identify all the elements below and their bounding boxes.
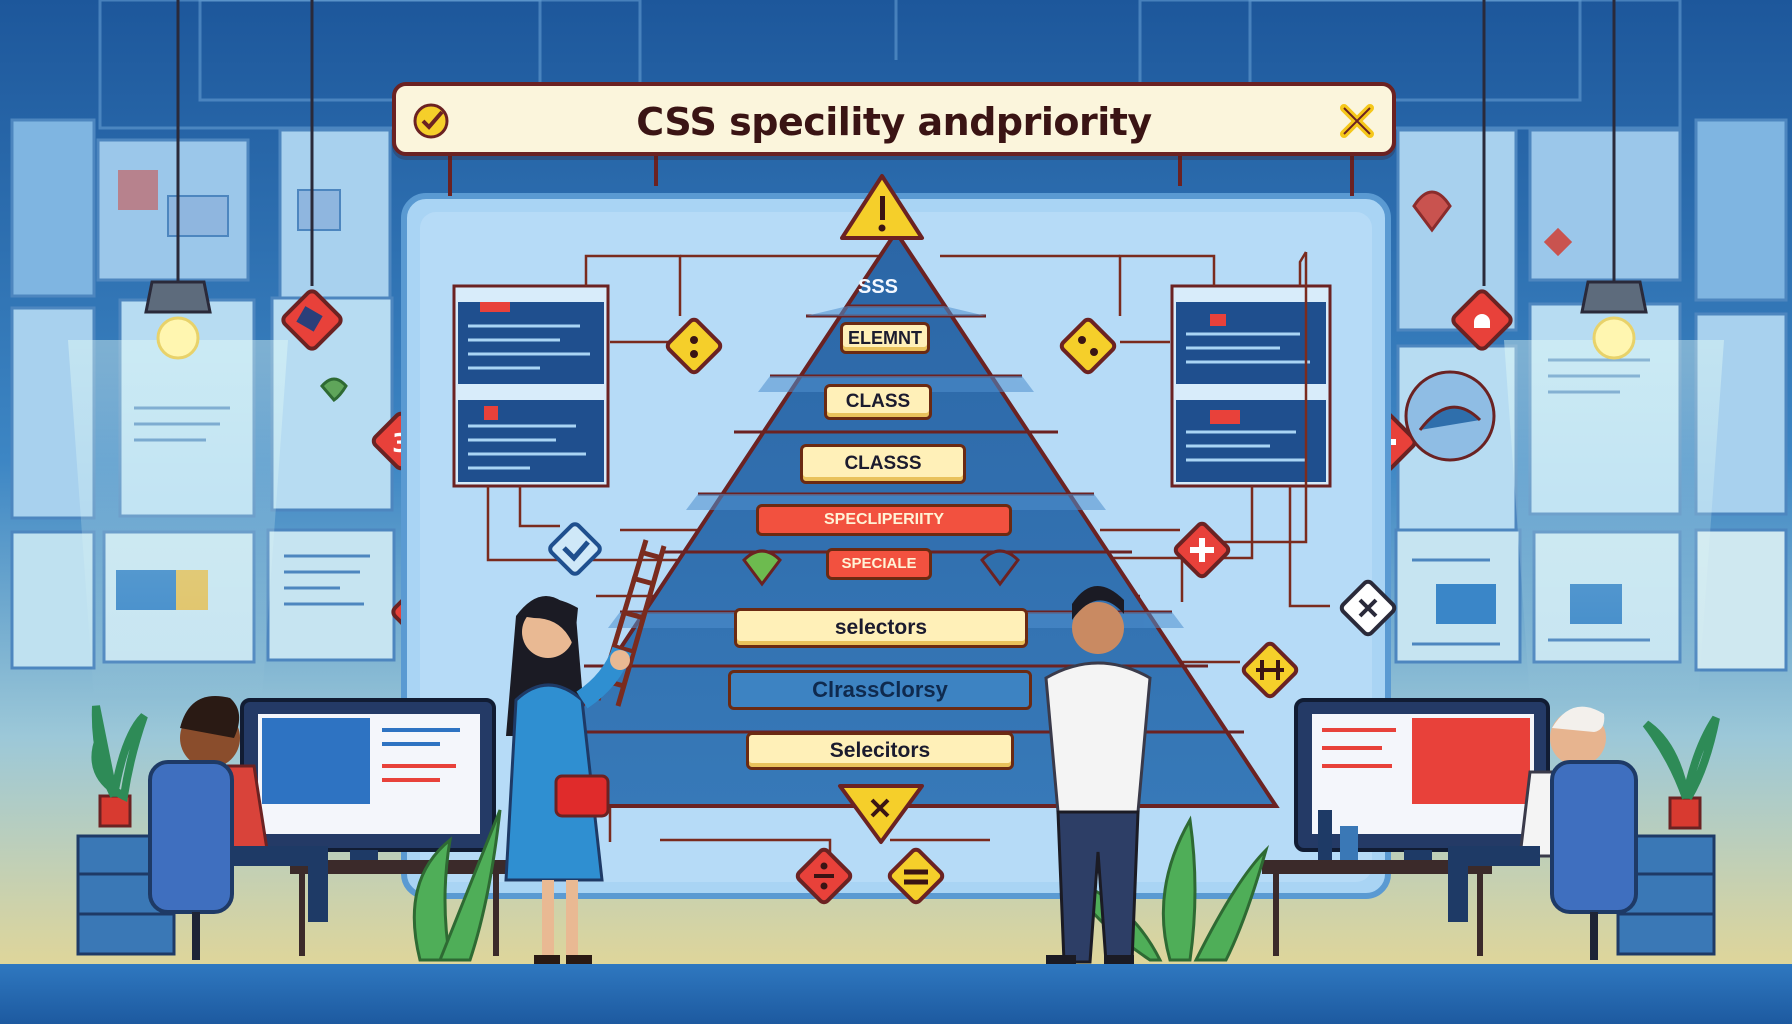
warning-icon bbox=[838, 784, 924, 844]
tier-label: CLASS bbox=[824, 384, 932, 420]
code-window-left bbox=[452, 284, 610, 488]
person-man bbox=[1044, 585, 1152, 965]
person-woman bbox=[504, 596, 632, 965]
tier-label: ELEMNT bbox=[840, 322, 930, 354]
tier-label: SPECIALE bbox=[826, 548, 932, 580]
tier-label: SPECLIPERIITY bbox=[756, 504, 1012, 536]
tier-label: selectors bbox=[734, 608, 1028, 648]
tier-label: Selecitors bbox=[746, 732, 1014, 770]
close-icon[interactable] bbox=[1336, 100, 1378, 142]
left-workstation bbox=[76, 696, 510, 976]
connector-lines bbox=[486, 251, 1330, 880]
pyramid-top-label: SSS bbox=[858, 276, 899, 298]
right-workstation bbox=[1262, 698, 1720, 976]
code-window-right bbox=[1170, 284, 1332, 488]
check-icon[interactable] bbox=[410, 100, 452, 142]
tier-label: CLASSS bbox=[800, 444, 966, 484]
floor bbox=[0, 964, 1792, 1024]
page-title: CSS specility andpriority bbox=[636, 100, 1152, 144]
lamp-right bbox=[1504, 0, 1724, 700]
connector-diamonds bbox=[548, 317, 1397, 905]
tier-label: ClrassClorsy bbox=[728, 670, 1032, 710]
lamp-left bbox=[68, 0, 288, 700]
title-banner: CSS specility andpriority bbox=[392, 82, 1396, 156]
back-wall-frames bbox=[98, 0, 1682, 130]
